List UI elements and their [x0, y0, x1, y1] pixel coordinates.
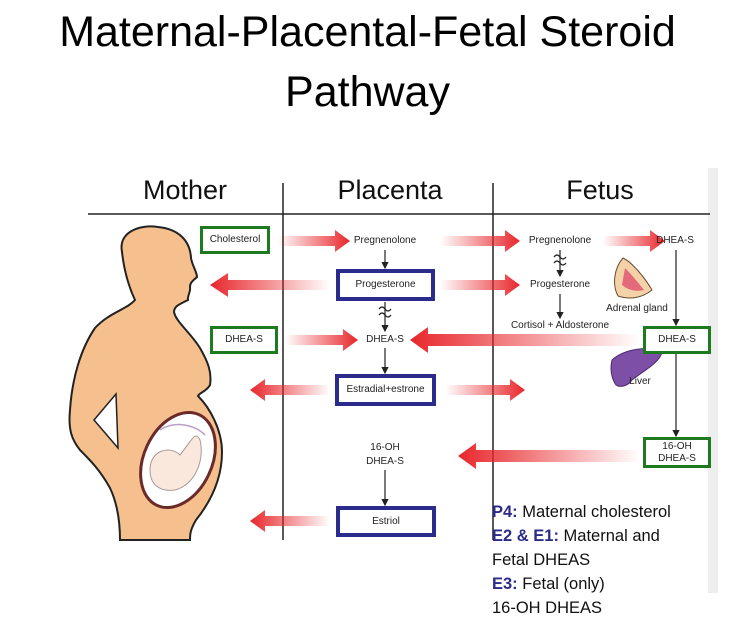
arrows — [210, 230, 665, 532]
legend-text: Maternal cholesterol — [517, 503, 671, 521]
placental-dheas: DHEA-S — [366, 334, 404, 345]
arrow-fetal-dheas-to-placenta — [410, 327, 640, 353]
legend-key: P4: — [492, 503, 518, 521]
fetal-cortisol-aldosterone: Cortisol + Aldosterone — [510, 320, 610, 331]
arrow-pregnenolone-to-fetus — [440, 230, 520, 252]
fetal-pregnenolone: Pregnenolone — [528, 235, 592, 246]
legend-line: P4: Maternal cholesterol — [492, 500, 671, 524]
legend-text: Maternal and — [558, 527, 660, 545]
fetal-progesterone: Progesterone — [529, 279, 591, 290]
label-line-2: DHEA-S — [366, 456, 404, 467]
header-placenta: Placenta — [337, 175, 443, 205]
fetal-dheas: DHEA-S — [656, 235, 694, 246]
arrow-fetal-16oh-to-placenta — [458, 443, 640, 469]
legend: P4: Maternal cholesterol E2 & E1: Matern… — [492, 500, 671, 620]
adrenal-gland-icon — [614, 257, 653, 299]
placental-estrogens-box: Estradial+estrone — [335, 374, 436, 406]
placental-progesterone-box: Progesterone — [336, 269, 435, 301]
arrow-cholesterol-to-pregnenolone — [278, 230, 350, 252]
legend-line: 16-OH DHEAS — [492, 596, 671, 620]
liver-label: Liver — [629, 376, 651, 387]
label-line-1: 16-OH — [662, 440, 692, 452]
arrow-fetal-pregnenolone-to-dheas — [603, 230, 665, 252]
legend-line: Fetal DHEAS — [492, 548, 671, 572]
legend-text: 16-OH DHEAS — [492, 599, 603, 617]
maternal-cholesterol-box: Cholesterol — [200, 226, 270, 254]
header-mother: Mother — [142, 175, 228, 205]
arrow-progesterone-to-mother — [210, 273, 330, 297]
fetal-dheas-box: DHEA-S — [643, 326, 711, 354]
pathway-arrows — [378, 250, 680, 507]
legend-line: E2 & E1: Maternal and — [492, 524, 671, 548]
label-line-1: 16-OH — [370, 442, 400, 453]
placental-estriol-box: Estriol — [336, 506, 436, 537]
arrow-estrogens-to-mother — [250, 379, 330, 401]
maternal-dheas-box: DHEA-S — [210, 326, 278, 354]
arrow-progesterone-to-fetus — [440, 274, 520, 296]
title-line-1: Maternal-Placental-Fetal Steroid — [59, 8, 676, 56]
arrow-estrogens-to-fetus — [445, 379, 525, 401]
right-edge-strip — [708, 168, 718, 593]
label-line-2: DHEA-S — [658, 452, 696, 464]
arrow-maternal-dheas-to-placenta — [285, 329, 358, 351]
legend-text: Fetal (only) — [517, 575, 605, 593]
placental-16oh-dheas: 16-OH DHEA-S — [366, 441, 404, 469]
legend-line: E3: Fetal (only) — [492, 572, 671, 596]
header-fetus: Fetus — [566, 175, 634, 205]
legend-text: Fetal DHEAS — [492, 551, 591, 569]
pregnant-mother-silhouette — [68, 225, 224, 541]
arrow-estriol-to-mother — [250, 510, 330, 532]
legend-key: E2 & E1: — [492, 527, 559, 545]
title-line-2: Pathway — [285, 68, 450, 116]
adrenal-gland-label: Adrenal gland — [606, 303, 668, 314]
legend-key: E3: — [492, 575, 518, 593]
placental-pregnenolone: Pregnenolone — [353, 235, 417, 246]
